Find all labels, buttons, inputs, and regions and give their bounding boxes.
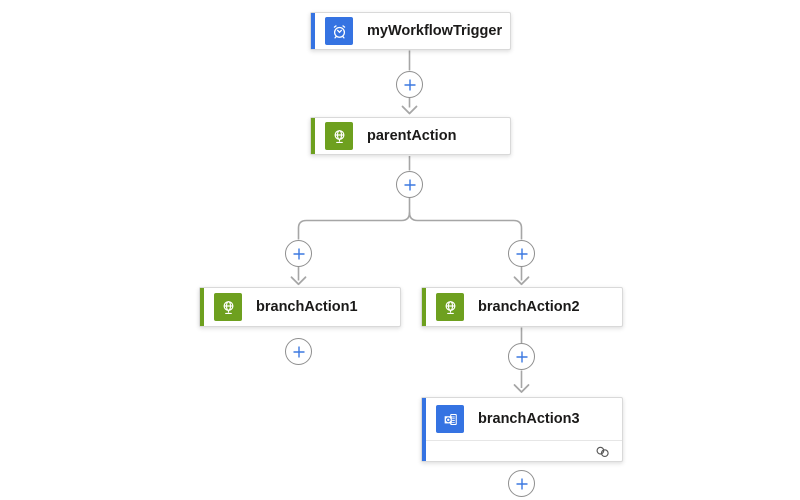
connection-icon [596,446,609,457]
node-accent-bar [311,118,315,154]
add-action-after-branch1-button[interactable] [285,338,312,365]
node-label: branchAction2 [478,299,580,315]
arrowhead-icons [290,105,530,393]
node-accent-bar [311,13,315,49]
workflow-node-parentAction[interactable]: parentAction [310,117,511,155]
recurrence-clock-icon [325,17,353,45]
node-accent-bar [422,398,426,461]
outlook-mail-icon [436,405,464,433]
add-action-branch1-top-button[interactable] [285,240,312,267]
node-accent-bar [422,288,426,326]
node-accent-bar [200,288,204,326]
workflow-node-branchAction1[interactable]: branchAction1 [199,287,401,327]
http-globe-icon [214,293,242,321]
workflow-node-branchAction3[interactable]: branchAction3 [421,397,623,462]
node-footer [422,440,622,462]
add-action-after-branch3-button[interactable] [508,470,535,497]
add-action-branch2-top-button[interactable] [508,240,535,267]
add-action-after-parent-button[interactable] [396,171,423,198]
node-label: myWorkflowTrigger [367,23,503,39]
add-action-after-trigger-button[interactable] [396,71,423,98]
node-label: branchAction3 [478,411,580,427]
http-globe-icon [325,122,353,150]
workflow-node-trigger[interactable]: myWorkflowTrigger [310,12,511,50]
node-label: branchAction1 [256,299,358,315]
http-globe-icon [436,293,464,321]
node-label: parentAction [367,128,457,144]
add-action-after-branch2-button[interactable] [508,343,535,370]
workflow-node-branchAction2[interactable]: branchAction2 [421,287,623,327]
